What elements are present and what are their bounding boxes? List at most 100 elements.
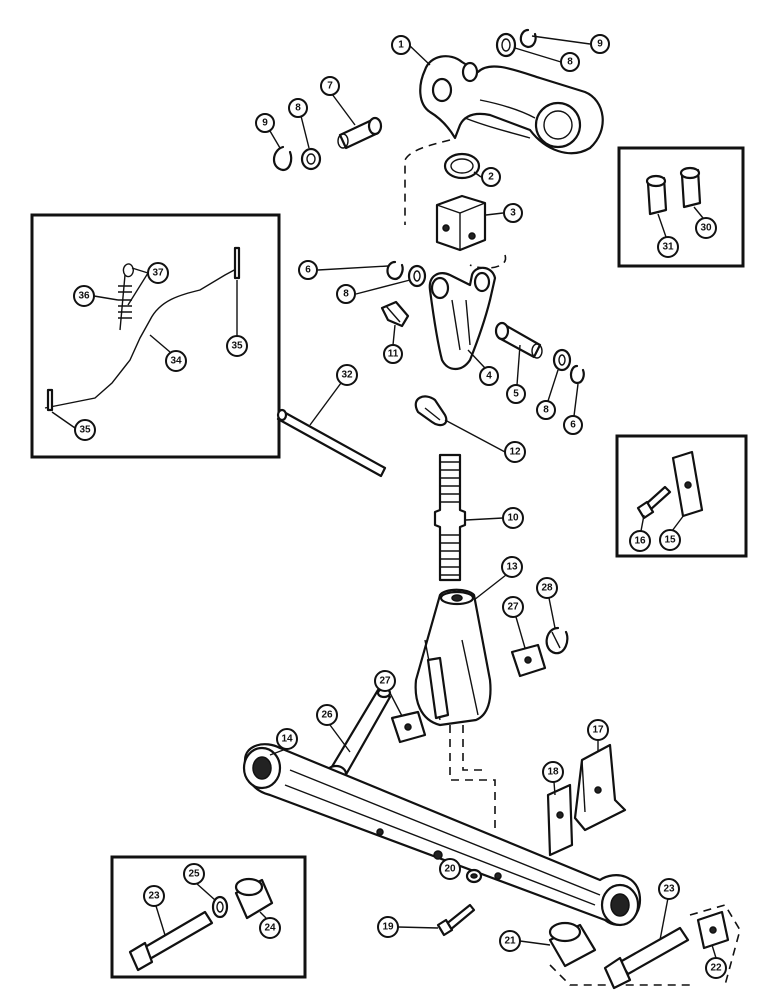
alignment-line [469,254,507,269]
svg-text:24: 24 [264,923,276,934]
callout-36: 36 [73,285,95,307]
svg-text:23: 23 [663,884,675,895]
callout-9: 9 [590,34,610,54]
callout-1: 1 [391,35,411,55]
callout-8: 8 [560,52,580,72]
callout-23: 23 [658,878,680,900]
callout-9: 9 [255,113,275,133]
washer-8-left [300,147,322,171]
washer-8-right [552,348,572,372]
svg-text:26: 26 [321,710,333,721]
callout-28: 28 [536,577,558,599]
callout-5: 5 [506,384,526,404]
callout-20: 20 [439,858,461,880]
svg-text:27: 27 [379,676,391,687]
svg-text:34: 34 [170,356,182,367]
snap-ring-9-left [272,145,293,172]
svg-text:23: 23 [148,891,160,902]
chain-inset-box [30,213,281,459]
callout-15: 15 [659,529,681,551]
callout-21: 21 [499,930,521,952]
callout-6: 6 [298,260,318,280]
snap-ring-6-right [569,364,585,385]
ring-part [443,152,481,180]
callout-22: 22 [705,957,727,979]
bolt-part-23-right [603,926,690,990]
block-part-15 [671,450,704,518]
callout-13: 13 [501,556,523,578]
bolt-part-23-inset [128,910,214,972]
svg-text:30: 30 [700,223,712,234]
svg-text:12: 12 [509,447,521,458]
svg-text:35: 35 [79,425,91,436]
callout-17: 17 [587,719,609,741]
svg-text:1: 1 [398,40,404,51]
washer-part-25 [211,895,229,919]
callout-19: 19 [377,916,399,938]
callout-26: 26 [316,704,338,726]
svg-text:28: 28 [541,583,553,594]
callout-11: 11 [383,344,403,364]
block-inset-box [615,434,748,558]
alignment-line [449,725,496,830]
svg-text:15: 15 [664,535,676,546]
callout-24: 24 [259,917,281,939]
callout-25: 25 [183,863,205,885]
chain-assembly [44,246,241,412]
svg-text:31: 31 [662,242,674,253]
lower-link-part-14 [242,743,642,927]
bushing-inset-box [617,146,745,268]
callout-18: 18 [542,761,564,783]
pin-part-5 [494,321,543,359]
callout-34: 34 [165,350,187,372]
svg-text:8: 8 [567,57,573,68]
bolt-part-16 [636,485,672,520]
plate-part-22 [696,910,730,950]
svg-text:36: 36 [78,291,90,302]
svg-text:14: 14 [281,734,293,745]
washer-8-mid [407,264,427,288]
callout-layer: 1 9 8 7 9 8 2 3 6 8 11 4 5 [51,34,727,979]
snap-ring-6-left [386,260,404,281]
callout-10: 10 [502,507,524,529]
block-part [435,194,487,252]
callout-35: 35 [226,335,248,357]
pad-part-27-right [510,643,547,678]
callout-8: 8 [288,98,308,118]
callout-16: 16 [629,530,651,552]
fitting-part-11 [380,300,410,328]
bushing-pair [645,166,702,216]
svg-text:7: 7 [327,81,333,92]
svg-text:27: 27 [507,602,519,613]
threaded-rod-part-10 [433,453,467,582]
pin-part-7 [337,116,383,150]
callout-8: 8 [536,400,556,420]
callout-8: 8 [336,284,356,304]
svg-text:3: 3 [510,208,516,219]
plate-part-18 [546,783,574,857]
alignment-line [462,725,485,771]
lift-arm-part [419,55,604,155]
svg-text:25: 25 [188,869,200,880]
nut-part-20 [465,868,483,884]
callout-27: 27 [502,596,524,618]
svg-text:2: 2 [488,172,494,183]
snap-ring-9-top [519,28,537,49]
callout-2: 2 [481,167,501,187]
svg-text:8: 8 [343,289,349,300]
bushing-part-21 [548,921,597,968]
svg-text:10: 10 [507,513,519,524]
bolt-part-19 [436,903,476,937]
svg-text:9: 9 [597,39,603,50]
svg-text:5: 5 [513,389,519,400]
svg-text:6: 6 [570,420,576,431]
callout-31: 31 [657,236,679,258]
rod-part-32 [276,408,387,478]
washer-8-top [495,32,517,58]
bushing-part-24 [234,877,274,920]
pad-part-27-left [390,710,427,744]
svg-text:11: 11 [388,349,399,360]
bracket-part-17 [573,743,627,832]
alignment-line [404,139,451,225]
